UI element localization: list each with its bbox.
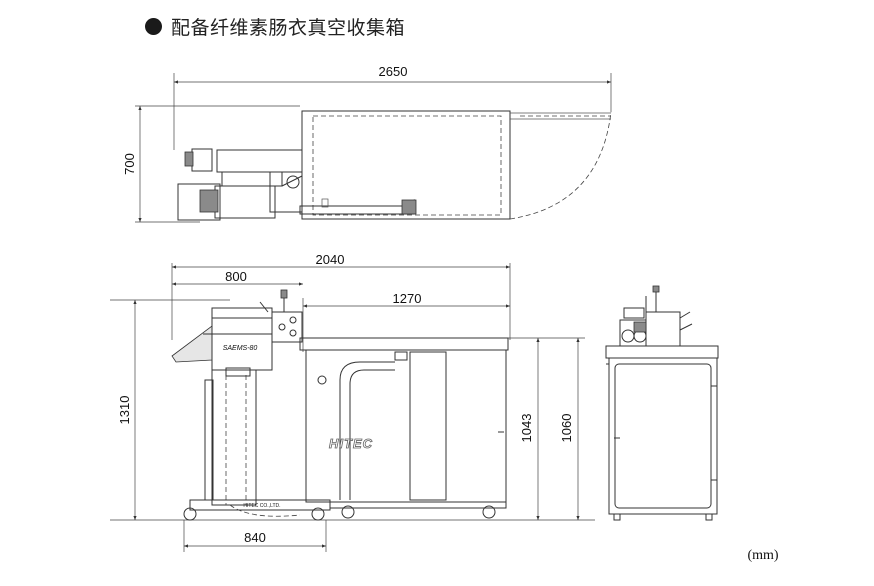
machine-head <box>211 307 273 371</box>
dim-label-2040: 2040 <box>316 252 345 267</box>
dim-label-840: 840 <box>244 530 266 545</box>
dim-label-2650: 2650 <box>379 64 408 79</box>
dim-label-800: 800 <box>225 269 247 284</box>
heading-title: 配备纤维素肠衣真空收集箱 <box>171 17 406 39</box>
collection-box-front <box>305 349 507 503</box>
dim-label-700: 700 <box>122 153 137 175</box>
machine-model-label: SAEMS-80 <box>223 345 258 352</box>
base-maker-label: HITEC CO.,LTD. <box>243 503 280 509</box>
caster-wheel-icon <box>183 507 197 521</box>
side-table-top <box>605 345 719 359</box>
page-heading: 配备纤维素肠衣真空收集箱 <box>145 13 405 40</box>
control-panel <box>271 311 303 343</box>
top-view: 2650 700 <box>122 64 612 223</box>
caster-wheel-icon <box>311 507 325 521</box>
dim-label-1270: 1270 <box>393 291 422 306</box>
infeed-tray <box>171 325 213 363</box>
dim-label-1043: 1043 <box>519 414 534 443</box>
roller-icon <box>621 329 635 343</box>
front-view: 2040 800 1270 1310 1043 1060 840 SAEMS-8… <box>110 252 595 552</box>
dim-label-1310: 1310 <box>117 396 132 425</box>
unit-label: (mm) <box>747 548 778 563</box>
bullet-icon <box>145 18 162 35</box>
side-view <box>605 285 719 521</box>
caster-wheel-icon <box>341 505 355 519</box>
knob-icon <box>317 375 327 385</box>
door-swing-arc <box>509 111 612 220</box>
side-box-body <box>608 357 718 515</box>
dim-label-1060: 1060 <box>559 414 574 443</box>
caster-wheel-icon <box>482 505 496 519</box>
table-top <box>299 337 509 351</box>
brand-label: HITEC <box>329 436 373 451</box>
